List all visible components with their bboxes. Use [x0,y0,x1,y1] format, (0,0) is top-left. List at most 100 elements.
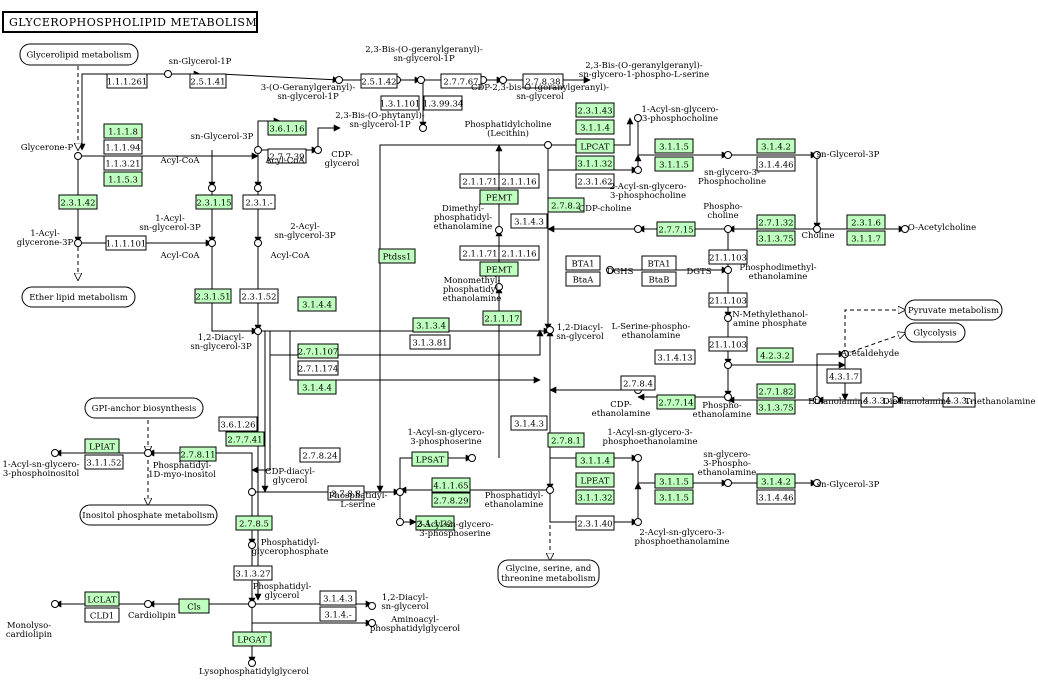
enzyme-box-3-1-1-5[interactable]: 3.1.1.5 [654,138,694,154]
enzyme-box-1-1-5-3[interactable]: 1.1.5.3 [103,171,143,187]
compound-node[interactable] [51,600,59,608]
enzyme-box-lpgat[interactable]: LPGAT [232,631,272,647]
enzyme-box-bta1[interactable]: BTA1 [565,255,601,271]
enzyme-box-2-7-7-41[interactable]: 2.7.7.41 [225,431,265,447]
enzyme-box-lpiat[interactable]: LPIAT [84,438,120,454]
enzyme-box-2-3-1-42[interactable]: 2.3.1.42 [58,194,98,210]
enzyme-box-3-1-4-46[interactable]: 3.1.4.46 [756,489,796,505]
compound-node[interactable] [396,488,404,496]
compound-node[interactable] [634,114,642,122]
pathway-box-inositol[interactable]: Inositol phosphate metabolism [79,504,218,526]
enzyme-box-2-3-1-52[interactable]: 2.3.1.52 [239,288,279,304]
enzyme-box-1-1-1-101[interactable]: 1.1.1.101 [105,235,147,251]
enzyme-box-btab[interactable]: BtaB [641,271,677,287]
enzyme-box-2-7-8-24[interactable]: 2.7.8.24 [299,447,341,463]
enzyme-box-btaa[interactable]: BtaA [565,271,601,287]
enzyme-box-3-1-1-4[interactable]: 3.1.1.4 [575,452,615,468]
enzyme-box-3-1-4-4[interactable]: 3.1.4.4 [297,379,337,395]
enzyme-box-21-1-103[interactable]: 21.1.103 [708,249,748,265]
enzyme-box-2-7-1-174[interactable]: 2.7.1.174 [297,360,339,376]
pathway-box-pyruvate[interactable]: Pyruvate metabolism [904,299,1003,321]
enzyme-box-1-1-1-8[interactable]: 1.1.1.8 [103,123,143,139]
compound-node[interactable] [208,239,216,247]
compound-node[interactable] [417,76,425,84]
compound-node[interactable] [634,518,642,526]
enzyme-box-3-1-4-46[interactable]: 3.1.4.46 [756,156,796,172]
enzyme-box-2-7-1-82[interactable]: 2.7.1.82 [756,383,796,399]
compound-node[interactable] [254,184,262,192]
enzyme-box-2-1-1-16[interactable]: 2.1.1.16 [498,245,540,261]
enzyme-box-3-1-1-52[interactable]: 3.1.1.52 [84,454,124,470]
enzyme-box-2-7-7-14[interactable]: 2.7.7.14 [656,394,696,410]
compound-node[interactable] [248,600,256,608]
enzyme-box-3-6-1-16[interactable]: 3.6.1.16 [267,120,307,136]
enzyme-box-3-1-1-32[interactable]: 3.1.1.32 [415,515,455,531]
enzyme-box-3-1-3-4[interactable]: 3.1.3.4 [412,317,450,333]
enzyme-box-4-3-3-[interactable]: 4.3.3.- [860,392,894,408]
enzyme-box-21-1-103[interactable]: 21.1.103 [708,336,748,352]
enzyme-box-2-3-1-6[interactable]: 2.3.1.6 [846,214,886,230]
compound-node[interactable] [544,141,552,149]
enzyme-box-2-7-8-11[interactable]: 2.7.8.11 [179,446,217,462]
compound-node[interactable] [396,518,404,526]
compound-node[interactable] [254,327,262,335]
pathway-box-glycerolipid[interactable]: Glycerolipid metabolism [19,43,139,66]
enzyme-box-2-7-1-107[interactable]: 2.7.1.107 [297,343,339,359]
compound-node[interactable] [546,326,554,334]
enzyme-box-pemt[interactable]: PEMT [479,261,519,277]
enzyme-box-2-5-1-42[interactable]: 2.5.1.42 [360,73,398,89]
compound-node[interactable] [495,226,503,234]
enzyme-box-2-1-1-17[interactable]: 2.1.1.17 [482,310,522,326]
compound-node[interactable] [51,449,59,457]
compound-node[interactable] [248,541,256,549]
enzyme-box-2-3-1-[interactable]: 2.3.1.- [242,194,276,210]
compound-node[interactable] [208,184,216,192]
enzyme-box-2-7-8-38[interactable]: 2.7.8.38 [522,73,564,89]
compound-node[interactable] [841,350,849,358]
enzyme-box-2-7-8-1[interactable]: 2.7.8.1 [547,432,585,448]
enzyme-box-2-7-8-8[interactable]: 2.7.8.8 [327,485,365,501]
enzyme-box-lpcat[interactable]: LPCAT [575,138,615,154]
enzyme-box-bta1[interactable]: BTA1 [641,255,677,271]
compound-node[interactable] [813,396,821,404]
enzyme-box-4-1-1-65[interactable]: 4.1.1.65 [431,477,471,493]
compound-node[interactable] [164,70,172,78]
compound-node[interactable] [724,225,732,233]
enzyme-box-3-1-1-7[interactable]: 3.1.1.7 [846,230,886,246]
enzyme-box-2-1-1-16[interactable]: 2.1.1.16 [498,173,540,189]
enzyme-box-2-7-7-39[interactable]: 2.7.7.39 [267,148,307,164]
compound-node[interactable] [144,600,152,608]
compound-node[interactable] [901,225,909,233]
compound-node[interactable] [813,479,821,487]
enzyme-box-3-1-1-32[interactable]: 3.1.1.32 [575,489,615,505]
compound-node[interactable] [74,239,82,247]
compound-node[interactable] [499,76,507,84]
compound-node[interactable] [634,454,642,462]
enzyme-box-2-7-8-2[interactable]: 2.7.8.2 [547,197,585,213]
enzyme-box-4-3-3-[interactable]: 4.3.3.- [942,392,976,408]
enzyme-box-21-1-103[interactable]: 21.1.103 [708,292,748,308]
enzyme-box-3-1-4-3[interactable]: 3.1.4.3 [319,590,357,606]
enzyme-box-1-1-3-21[interactable]: 1.1.3.21 [103,155,143,171]
enzyme-box-3-1-1-4[interactable]: 3.1.1.4 [575,119,615,135]
enzyme-box-3-1-3-75[interactable]: 3.1.3.75 [756,399,796,415]
enzyme-box-lpsat[interactable]: LPSAT [411,451,449,467]
enzyme-box-3-1-1-32[interactable]: 3.1.1.32 [575,155,615,171]
compound-node[interactable] [254,146,262,154]
enzyme-box-1-3-1-101[interactable]: 1.3.1.101 [380,95,421,111]
enzyme-box-ptdss1[interactable]: Ptdss1 [378,248,416,264]
enzyme-box-4-3-1-7[interactable]: 4.3.1.7 [826,368,862,384]
compound-node[interactable] [419,124,427,132]
enzyme-box-4-2-3-2[interactable]: 4.2.3.2 [756,347,794,363]
enzyme-box-2-7-7-67[interactable]: 2.7.7.67 [440,73,482,89]
enzyme-box-3-1-4-3[interactable]: 3.1.4.3 [510,415,548,431]
compound-node[interactable] [144,449,152,457]
compound-node[interactable] [368,619,376,627]
compound-node[interactable] [248,659,256,667]
enzyme-box-3-1-3-81[interactable]: 3.1.3.81 [409,334,451,350]
compound-node[interactable] [74,152,82,160]
enzyme-box-2-3-1-51[interactable]: 2.3.1.51 [194,288,232,304]
enzyme-box-pemt[interactable]: PEMT [479,189,519,205]
compound-node[interactable] [468,454,476,462]
enzyme-box-2-7-8-5[interactable]: 2.7.8.5 [235,515,273,531]
